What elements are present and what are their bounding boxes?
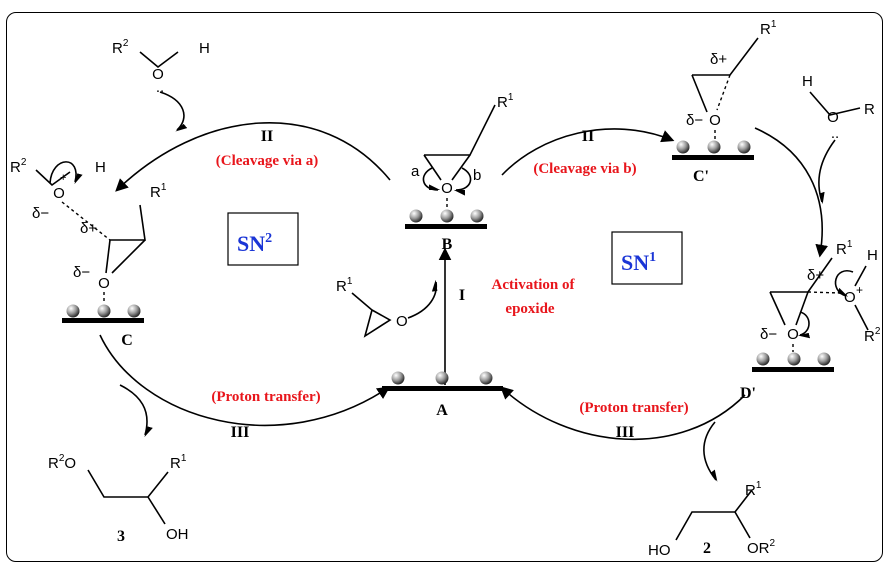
- roh-nucleophile: H O R ..: [802, 73, 875, 142]
- arc-release-product-3: [119, 384, 153, 438]
- svg-text:R2: R2: [112, 38, 129, 57]
- svg-text:R1: R1: [745, 480, 762, 499]
- diagram-frame: [6, 12, 883, 562]
- r2oh-nucleophile: R2 O H ..: [112, 38, 210, 96]
- svg-text:OR2: OR2: [747, 538, 776, 557]
- svg-text:O: O: [709, 112, 721, 129]
- surface-d-prime: [752, 352, 834, 372]
- species-c: R2 O + H δ− δ+ R1 δ− O: [10, 157, 167, 304]
- svg-text:δ+: δ+: [710, 51, 727, 68]
- svg-text:..: ..: [156, 79, 164, 96]
- species-c-prime: R1 δ+ δ− O: [686, 19, 777, 140]
- arc-b-to-c-prime: [501, 128, 675, 176]
- label-proton-left: (Proton transfer): [211, 389, 320, 405]
- product-2: R1 HO OR2: [648, 480, 776, 559]
- svg-text:..: ..: [831, 125, 839, 142]
- sn1-box: SN1: [611, 231, 683, 285]
- svg-text:O: O: [827, 109, 839, 126]
- svg-text:R2O: R2O: [48, 453, 76, 472]
- label-cleavage-a: (Cleavage via a): [216, 153, 318, 169]
- svg-text:R1: R1: [150, 182, 167, 201]
- surface-a: [382, 371, 503, 391]
- svg-text:SN2: SN2: [237, 231, 272, 256]
- svg-text:a: a: [411, 163, 420, 180]
- sn2-box: SN2: [227, 212, 299, 266]
- label-cleavage-b: (Cleavage via b): [533, 161, 636, 177]
- svg-text:R1: R1: [336, 276, 353, 295]
- arc-roh-attack-right: [818, 139, 836, 205]
- surface-c-prime: [672, 140, 754, 160]
- svg-text:H: H: [95, 159, 106, 176]
- svg-text:R2: R2: [864, 326, 881, 345]
- step-ii-right: II: [582, 128, 594, 145]
- surface-c: [62, 304, 144, 323]
- label-b: B: [442, 236, 453, 253]
- svg-text:+: +: [856, 283, 863, 297]
- label-product-2: 2: [703, 540, 711, 557]
- arc-b-to-c: [115, 122, 391, 192]
- arc-release-product-2: [703, 421, 718, 482]
- free-epoxide: R1 O: [336, 276, 408, 338]
- svg-text:b: b: [473, 167, 481, 184]
- svg-text:δ+: δ+: [807, 267, 824, 284]
- svg-text:O: O: [787, 326, 799, 343]
- svg-text:O: O: [844, 289, 856, 306]
- label-proton-right: (Proton transfer): [579, 400, 688, 416]
- arc-epoxide-to-b: [407, 279, 438, 319]
- svg-text:R1: R1: [497, 92, 514, 111]
- arc-c-to-a: [99, 334, 391, 427]
- label-c: C: [121, 332, 133, 349]
- svg-text:R: R: [864, 101, 875, 118]
- label-a: A: [436, 402, 448, 419]
- svg-text:+: +: [60, 172, 66, 184]
- species-b: R1 O a b: [411, 92, 514, 208]
- svg-text:O: O: [396, 313, 408, 330]
- arc-c-prime-to-d-prime: [754, 127, 828, 258]
- arc-d-prime-to-a: [500, 386, 746, 441]
- svg-text:δ−: δ−: [760, 326, 777, 343]
- svg-text:O: O: [152, 66, 164, 83]
- svg-text:R1: R1: [170, 453, 187, 472]
- label-d-prime: D': [740, 385, 756, 402]
- svg-text:δ−: δ−: [686, 112, 703, 129]
- product-3: R2O R1 OH: [48, 453, 189, 543]
- svg-text:O: O: [98, 275, 110, 292]
- label-product-3: 3: [117, 528, 125, 545]
- arc-r2oh-attack-left: [159, 91, 188, 132]
- step-iii-right: III: [616, 424, 635, 441]
- species-d-prime: R1 δ+ O + H R2 δ− O: [760, 239, 881, 352]
- svg-text:H: H: [867, 247, 878, 264]
- label-activation-2: epoxide: [505, 301, 555, 317]
- svg-text:R1: R1: [836, 239, 853, 258]
- svg-text:O: O: [441, 180, 453, 197]
- svg-text:HO: HO: [648, 542, 671, 559]
- surface-b: [405, 209, 487, 229]
- svg-text:O: O: [53, 185, 65, 202]
- step-i: I: [459, 287, 465, 304]
- svg-text:SN1: SN1: [621, 250, 656, 275]
- svg-text:R1: R1: [760, 19, 777, 38]
- svg-text:δ+: δ+: [80, 220, 97, 237]
- label-c-prime: C': [693, 168, 709, 185]
- svg-text:δ−: δ−: [73, 264, 90, 281]
- step-iii-left: III: [231, 424, 250, 441]
- step-ii-left: II: [261, 128, 273, 145]
- svg-text:δ−: δ−: [32, 205, 49, 222]
- svg-text:H: H: [199, 40, 210, 57]
- svg-text:R2: R2: [10, 157, 27, 176]
- label-activation-1: Activation of: [492, 277, 576, 293]
- svg-text:H: H: [802, 73, 813, 90]
- svg-text:OH: OH: [166, 526, 189, 543]
